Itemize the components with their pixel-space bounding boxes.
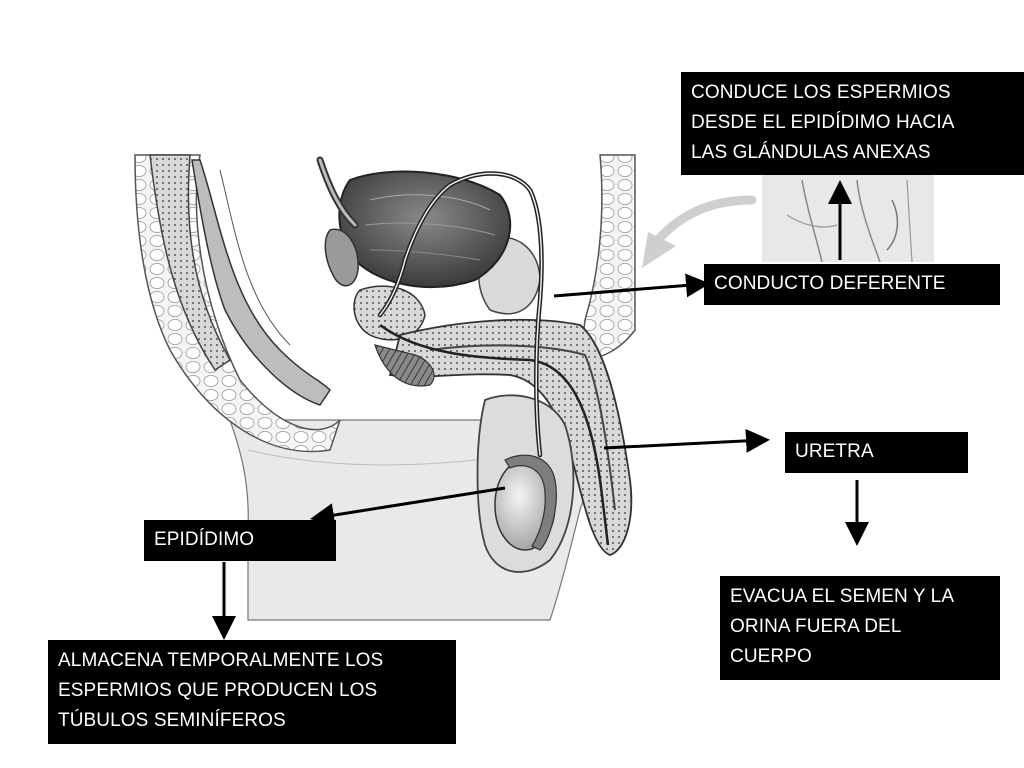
anatomy-illustration [134,154,636,621]
label-conducto-deferente: CONDUCTO DEFERENTE [704,264,1000,305]
inset-figure [762,170,934,262]
label-uretra: URETRA [785,432,968,473]
label-almacena-espermios: ALMACENA TEMPORALMENTE LOS ESPERMIOS QUE… [48,640,456,744]
label-epididimo: EPIDÍDIMO [144,520,336,561]
label-evacua-semen: EVACUA EL SEMEN Y LA ORINA FUERA DEL CUE… [720,576,1000,680]
label-conduce-espermios: CONDUCE LOS ESPERMIOS DESDE EL EPIDÍDIMO… [681,72,1024,175]
